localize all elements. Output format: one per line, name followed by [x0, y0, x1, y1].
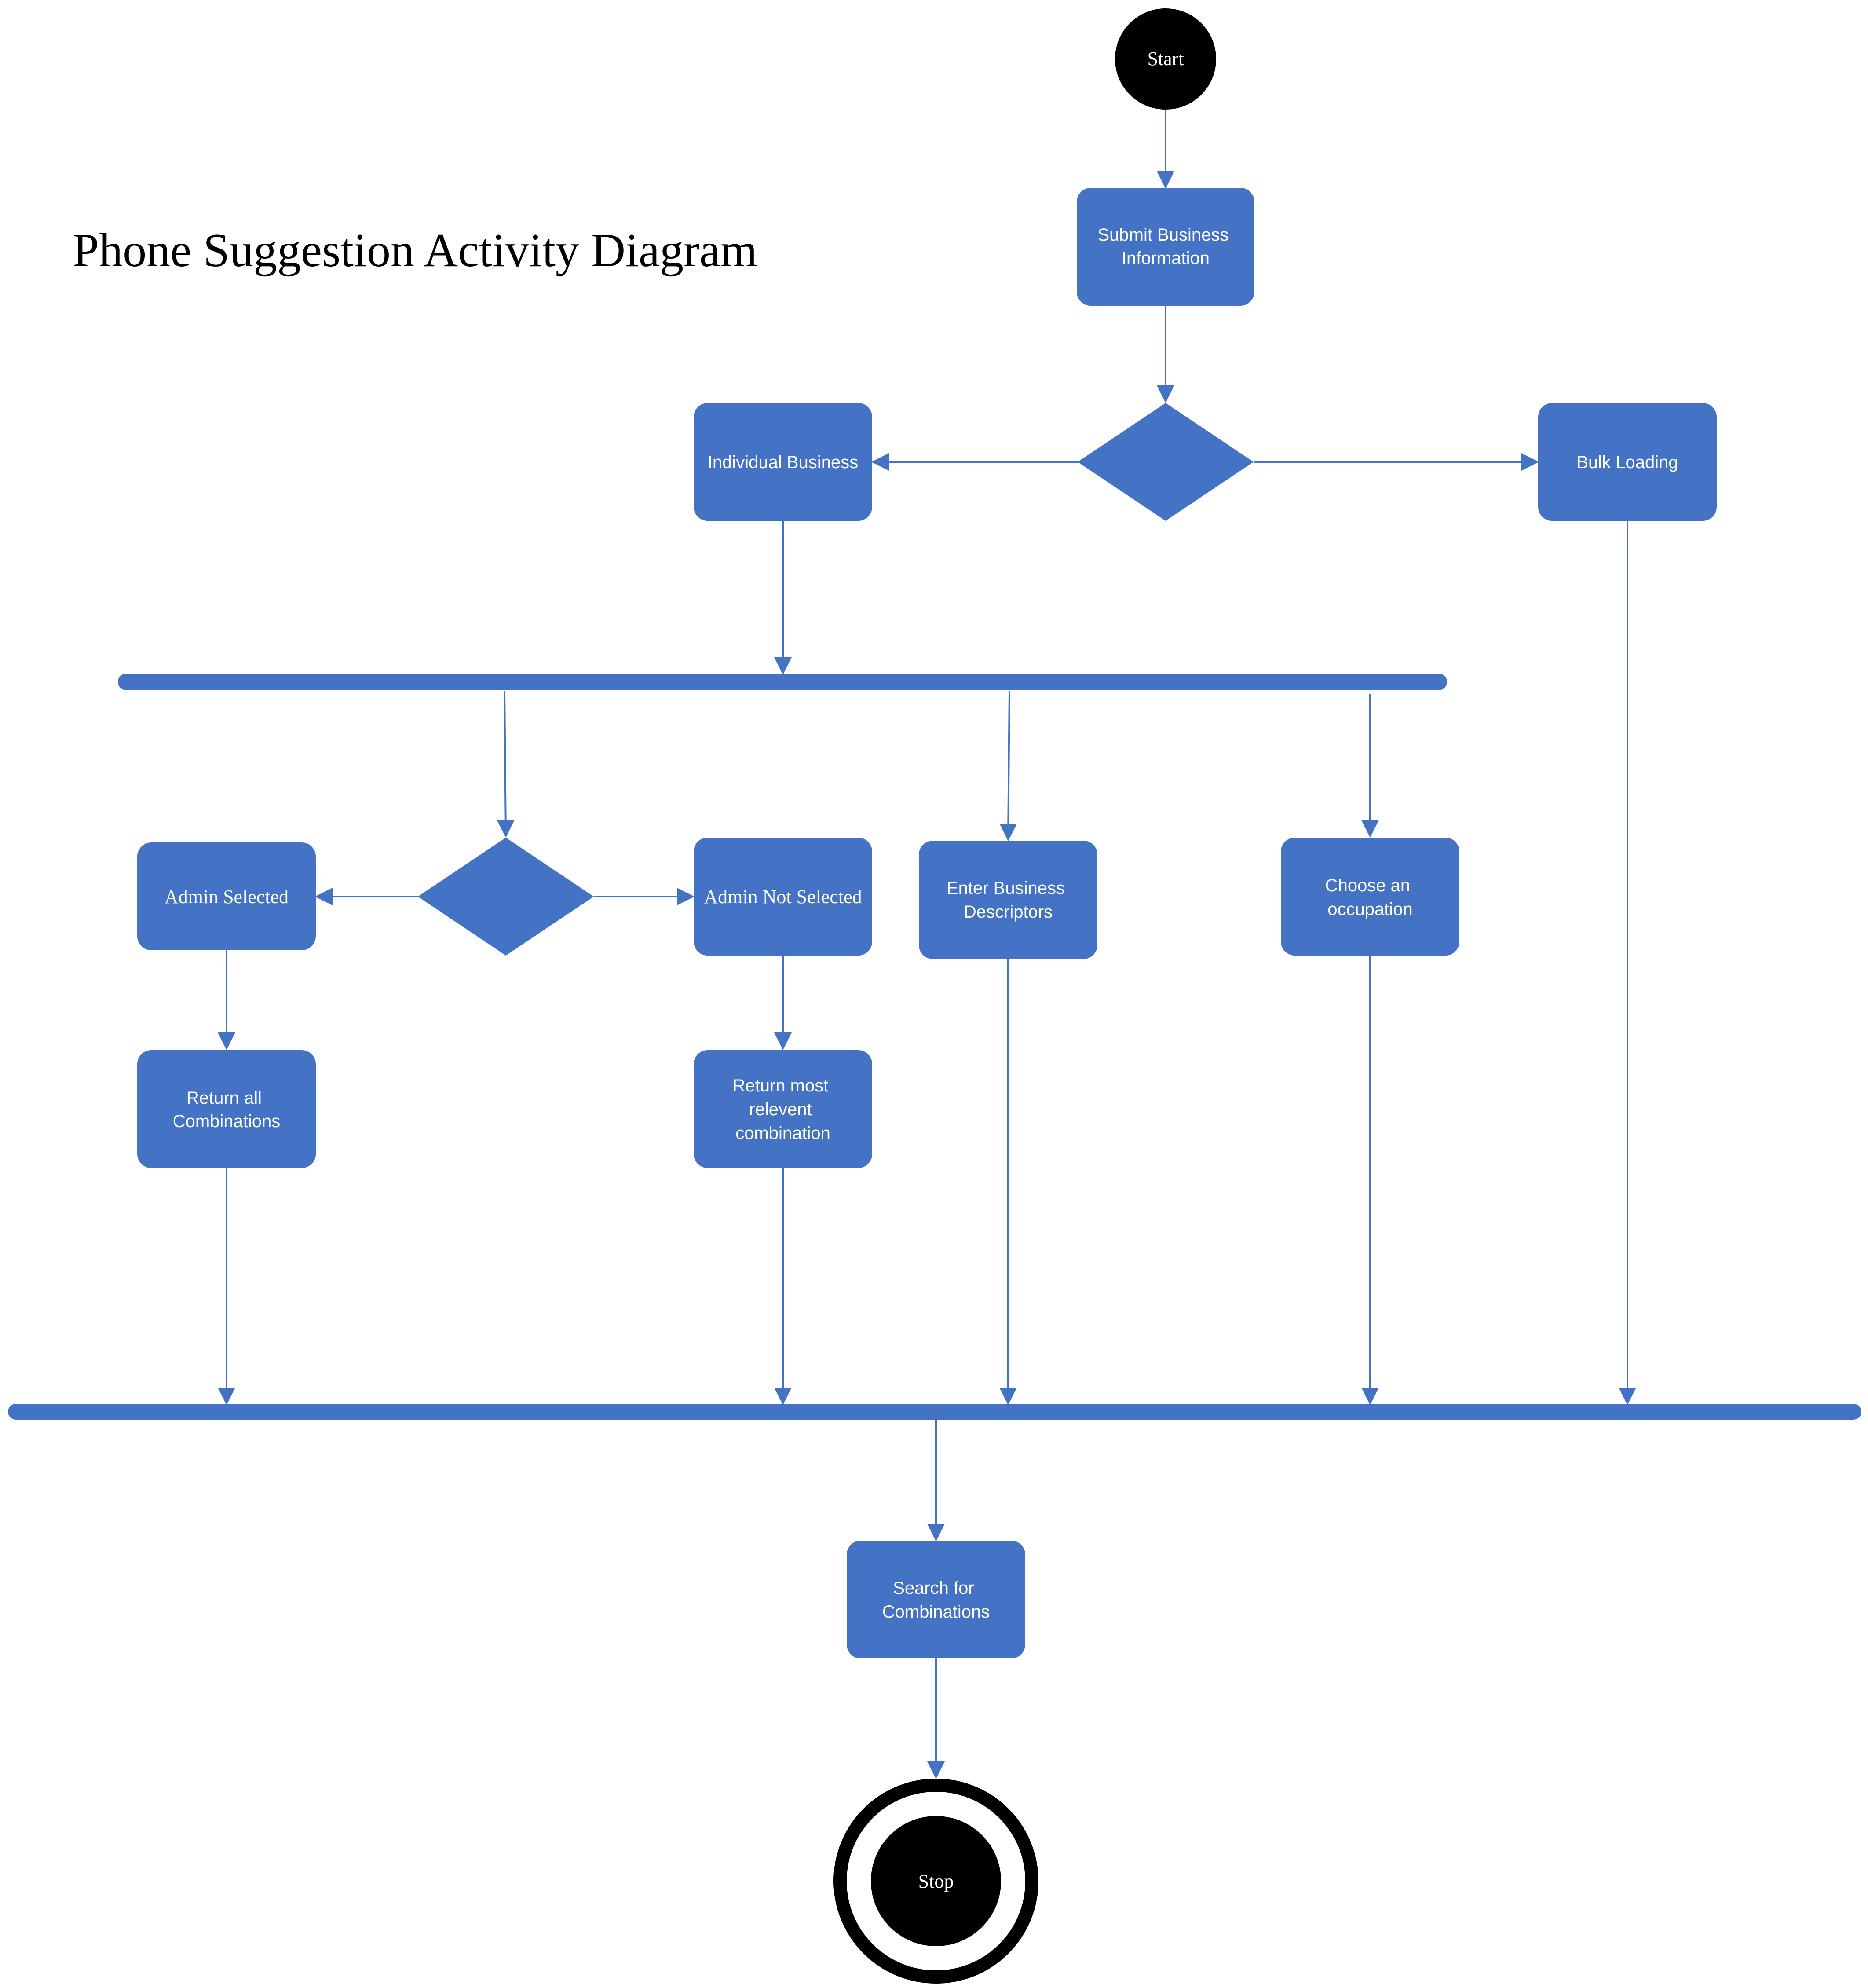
svg-text:Choose an occupation: Choose an occupation — [1325, 876, 1415, 919]
decision-business-type — [1078, 403, 1254, 521]
enter-business-descriptors-node: Enter Business Descriptors — [919, 841, 1097, 959]
return-most-relevent-node: Return most relevent combination — [694, 1050, 872, 1168]
search-for-combinations-node: Search for Combinations — [847, 1541, 1025, 1658]
admin-not-selected-label: Admin Not Selected — [704, 886, 862, 908]
choose-occupation-node: Choose an occupation — [1281, 838, 1459, 956]
bulk-loading-label: Bulk Loading — [1576, 453, 1678, 472]
bulk-loading-node: Bulk Loading — [1538, 403, 1717, 521]
choose-occupation-line-2: occupation — [1327, 900, 1412, 919]
start-label: Start — [1147, 48, 1184, 70]
svg-text:Return all Combinations: Return all Combinations — [173, 1088, 281, 1131]
admin-not-selected-node: Admin Not Selected — [694, 838, 872, 956]
svg-text:Return most relevent: Return most relevent combination — [733, 1076, 833, 1143]
choose-occupation-line-1: Choose an — [1325, 876, 1410, 895]
search-line-2: Combinations — [882, 1602, 990, 1622]
admin-selected-label: Admin Selected — [165, 886, 289, 908]
decision-admin — [418, 838, 594, 956]
individual-business-node: Individual Business — [694, 403, 872, 521]
svg-text:Submit Business Informat: Submit Business Information — [1097, 225, 1233, 268]
return-most-line-2: relevent — [749, 1100, 812, 1119]
edge-fork-decision2 — [497, 690, 515, 838]
svg-text:Search for Combinations: Search for Combinations — [882, 1578, 990, 1622]
return-all-line-1: Return all — [186, 1088, 262, 1108]
submit-business-information-node: Submit Business Information — [1077, 188, 1254, 306]
edge-fork-enter — [999, 690, 1017, 841]
search-line-1: Search for — [893, 1578, 974, 1598]
stop-label: Stop — [918, 1871, 954, 1892]
return-most-line-1: Return most — [733, 1076, 829, 1095]
return-all-line-2: Combinations — [173, 1112, 281, 1131]
admin-selected-node: Admin Selected — [137, 842, 316, 950]
start-node: Start — [1115, 8, 1216, 110]
join-bar — [8, 1404, 1861, 1420]
return-all-combinations-node: Return all Combinations — [137, 1050, 316, 1168]
fork-bar — [118, 674, 1447, 690]
diagram-title: Phone Suggestion Activity Diagram — [73, 224, 757, 277]
submit-label-line-2: Information — [1122, 249, 1210, 268]
svg-text:Enter Business Descripto: Enter Business Descriptors — [947, 879, 1070, 922]
enter-descriptors-line-1: Enter Business — [947, 879, 1065, 898]
individual-business-label: Individual Business — [708, 453, 858, 472]
submit-label-line-1: Submit Business — [1097, 225, 1228, 245]
edges — [218, 110, 1636, 1779]
enter-descriptors-line-2: Descriptors — [964, 902, 1053, 922]
return-most-line-3: combination — [735, 1124, 830, 1143]
stop-node: Stop — [833, 1779, 1038, 1984]
